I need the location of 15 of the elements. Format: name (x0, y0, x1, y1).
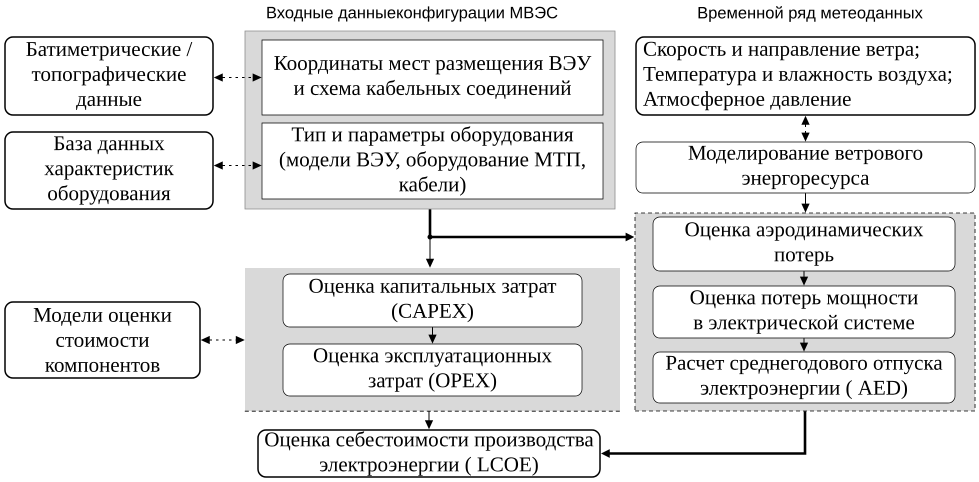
section-heading: Входные данныеконфигурации МВЭС (267, 6, 558, 22)
process-box: Оценка потерь мощности в электрической системе (652, 286, 956, 338)
result-box: Оценка себестоимости производства электроэнергии ( LCOE) (257, 429, 601, 478)
process-box: Расчет среднегодового отпуска электроэнергии ( AED) (652, 352, 956, 404)
process-box: Оценка капитальных затрат (CAPEX) (282, 274, 582, 328)
section-heading: Временной ряд метеоданных (698, 6, 923, 22)
data-source-box: База данных характеристик оборудования (4, 131, 214, 210)
data-box: Скорость и направление ветра; Температура и влажность воздуха; Атмосферное давление (635, 36, 976, 116)
process-box: Координаты мест размещения ВЭУ и схема кабельных соединений (262, 40, 604, 116)
process-box: Моделирование ветрового энергоресурса (636, 142, 976, 194)
data-source-box: Модели оценки стоимости компонентов (4, 301, 201, 379)
process-box: Оценка эксплуатационных затрат (OPEX) (282, 344, 582, 396)
data-source-box: Батиметрические / топографические данные (4, 36, 214, 116)
process-box: Тип и параметры оборудования (модели ВЭУ, оборудование МТП, кабели) (262, 122, 604, 200)
process-box: Оценка аэродинамических потерь (652, 216, 956, 272)
